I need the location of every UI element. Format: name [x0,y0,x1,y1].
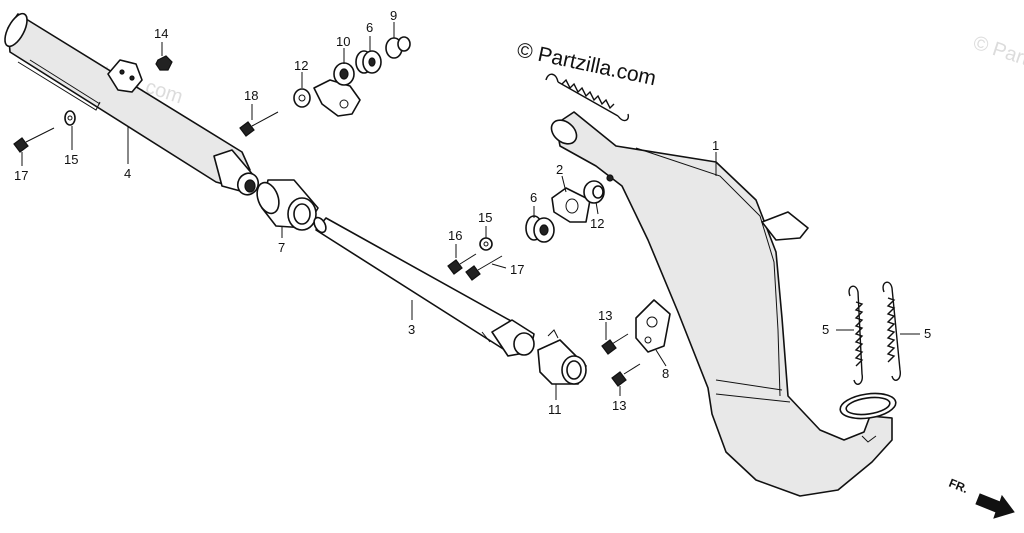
callout-5-left: 5 [822,322,829,337]
part-9-collar-top [385,36,411,59]
front-arrow-icon [975,493,1015,519]
part-6-grommet-top [355,50,382,74]
part-7-joint-rubber [256,179,319,231]
part-4-silencer [4,12,260,196]
partzilla-logo: © Partzilla.com [515,38,658,90]
callout-6-top: 6 [366,20,373,35]
part-5-spring-right [882,281,902,381]
callout-18: 18 [244,88,258,103]
part-14-nut [155,55,173,71]
part-13-bolt-upper [601,333,629,355]
callout-17-left: 17 [14,168,28,183]
part-18-bolt [239,111,279,137]
part-17-bolt-left [13,127,55,153]
part-10-bracket [313,62,361,117]
callout-16: 16 [448,228,462,243]
callout-13-upper: 13 [598,308,612,323]
part-13-bolt-lower [611,363,641,387]
callout-13-lower: 13 [612,398,626,413]
part-2-plate [551,187,591,223]
part-11-collar [537,329,587,385]
callout-9: 9 [390,8,397,23]
front-label: FR. [947,476,970,496]
part-5-spring-left [848,285,864,385]
part-12-collar-middle [583,180,605,204]
callout-10: 10 [336,34,350,49]
callout-6-middle: 6 [530,190,537,205]
part-1-expansion-chamber [550,111,897,497]
callout-1: 1 [712,138,719,153]
part-16-bolt [447,253,477,275]
leader-lines [21,22,920,400]
watermark-right: © Partzilla.com [970,32,1024,95]
part-8-flange-plate [635,299,671,353]
callout-12-middle: 12 [590,216,604,231]
part-3-middle-pipe [313,216,535,357]
callout-14: 14 [154,26,168,41]
part-spring-top [545,73,630,122]
callout-7: 7 [278,240,285,255]
callout-12-top: 12 [294,58,308,73]
part-15-washer-left [64,110,76,126]
callout-11: 11 [548,402,562,417]
part-12-collar-top [293,88,311,108]
front-direction-indicator: FR. [947,476,1015,519]
callout-8: 8 [662,366,669,381]
callout-4: 4 [124,166,131,181]
part-17-bolt-middle [465,255,503,281]
part-6-grommet-middle [525,215,555,243]
part-15-washer-middle [479,237,493,251]
callout-5-right: 5 [924,326,931,341]
callout-15-middle: 15 [478,210,492,225]
callout-17-middle: 17 [510,262,524,277]
callout-2: 2 [556,162,563,177]
callout-3: 3 [408,322,415,337]
callout-15-left: 15 [64,152,78,167]
